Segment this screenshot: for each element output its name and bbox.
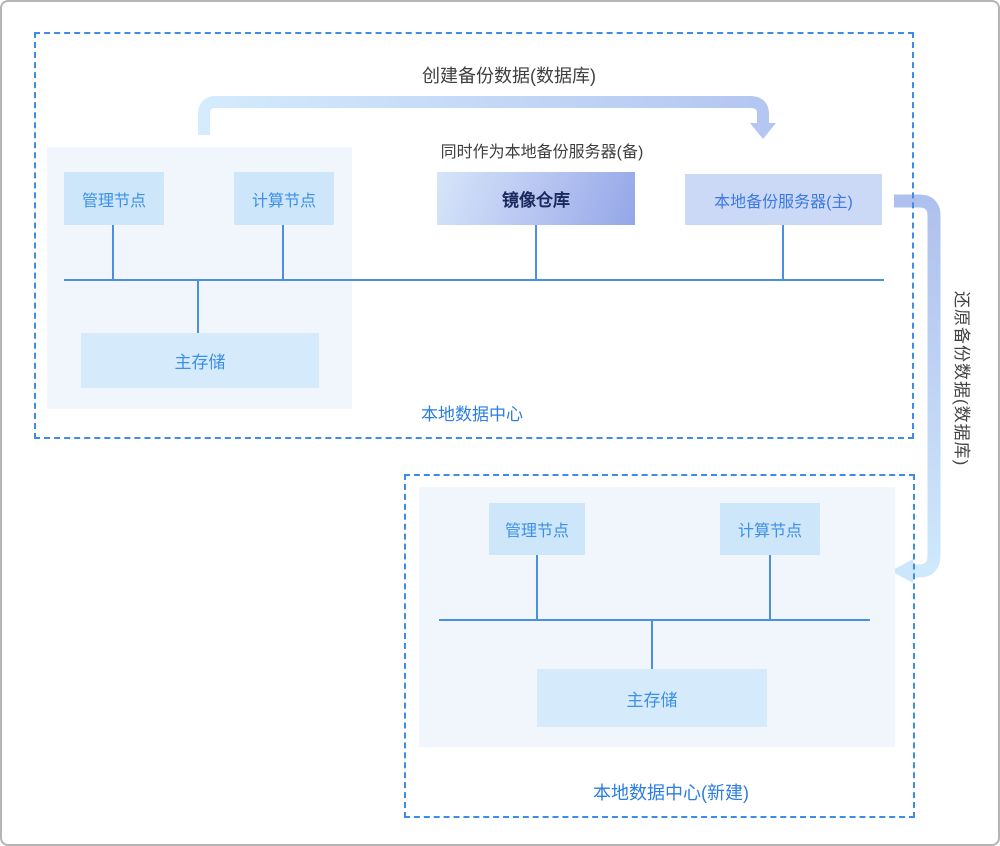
dc1-mgmt-node: 管理节点 [64,172,164,225]
dc1-compute-node: 计算节点 [234,172,334,225]
dc1-bus-line [64,279,884,281]
dc2-compute-connector [769,555,771,619]
dc1-label: 本地数据中心 [421,405,523,424]
dc1-boundary [34,32,914,439]
dc2-boundary [404,474,915,818]
dc2-label: 本地数据中心(新建) [593,783,749,803]
dc1-mirror-repo-node: 镜像仓库 [437,172,635,225]
dc2-storage-connector [651,621,653,669]
dc2-mgmt-connector [536,555,538,619]
dc1-storage-connector [197,281,199,333]
dc2-storage-node: 主存储 [537,669,767,727]
dc1-compute-connector [282,225,284,279]
dc1-backup-primary-node: 本地备份服务器(主) [685,174,882,225]
dc2-mgmt-node: 管理节点 [489,503,585,555]
restore-backup-label: 还原备份数据(数据库) [952,291,971,467]
dc2-bus-line [439,619,870,621]
standby-note-label: 同时作为本地备份服务器(备) [440,144,644,161]
dc1-mirror-connector [535,225,537,279]
dc2-compute-node: 计算节点 [720,503,820,555]
dc1-storage-node: 主存储 [81,333,319,388]
create-backup-label: 创建备份数据(数据库) [422,66,596,86]
dc1-backup-connector [782,225,784,279]
dc1-mgmt-connector [112,225,114,279]
